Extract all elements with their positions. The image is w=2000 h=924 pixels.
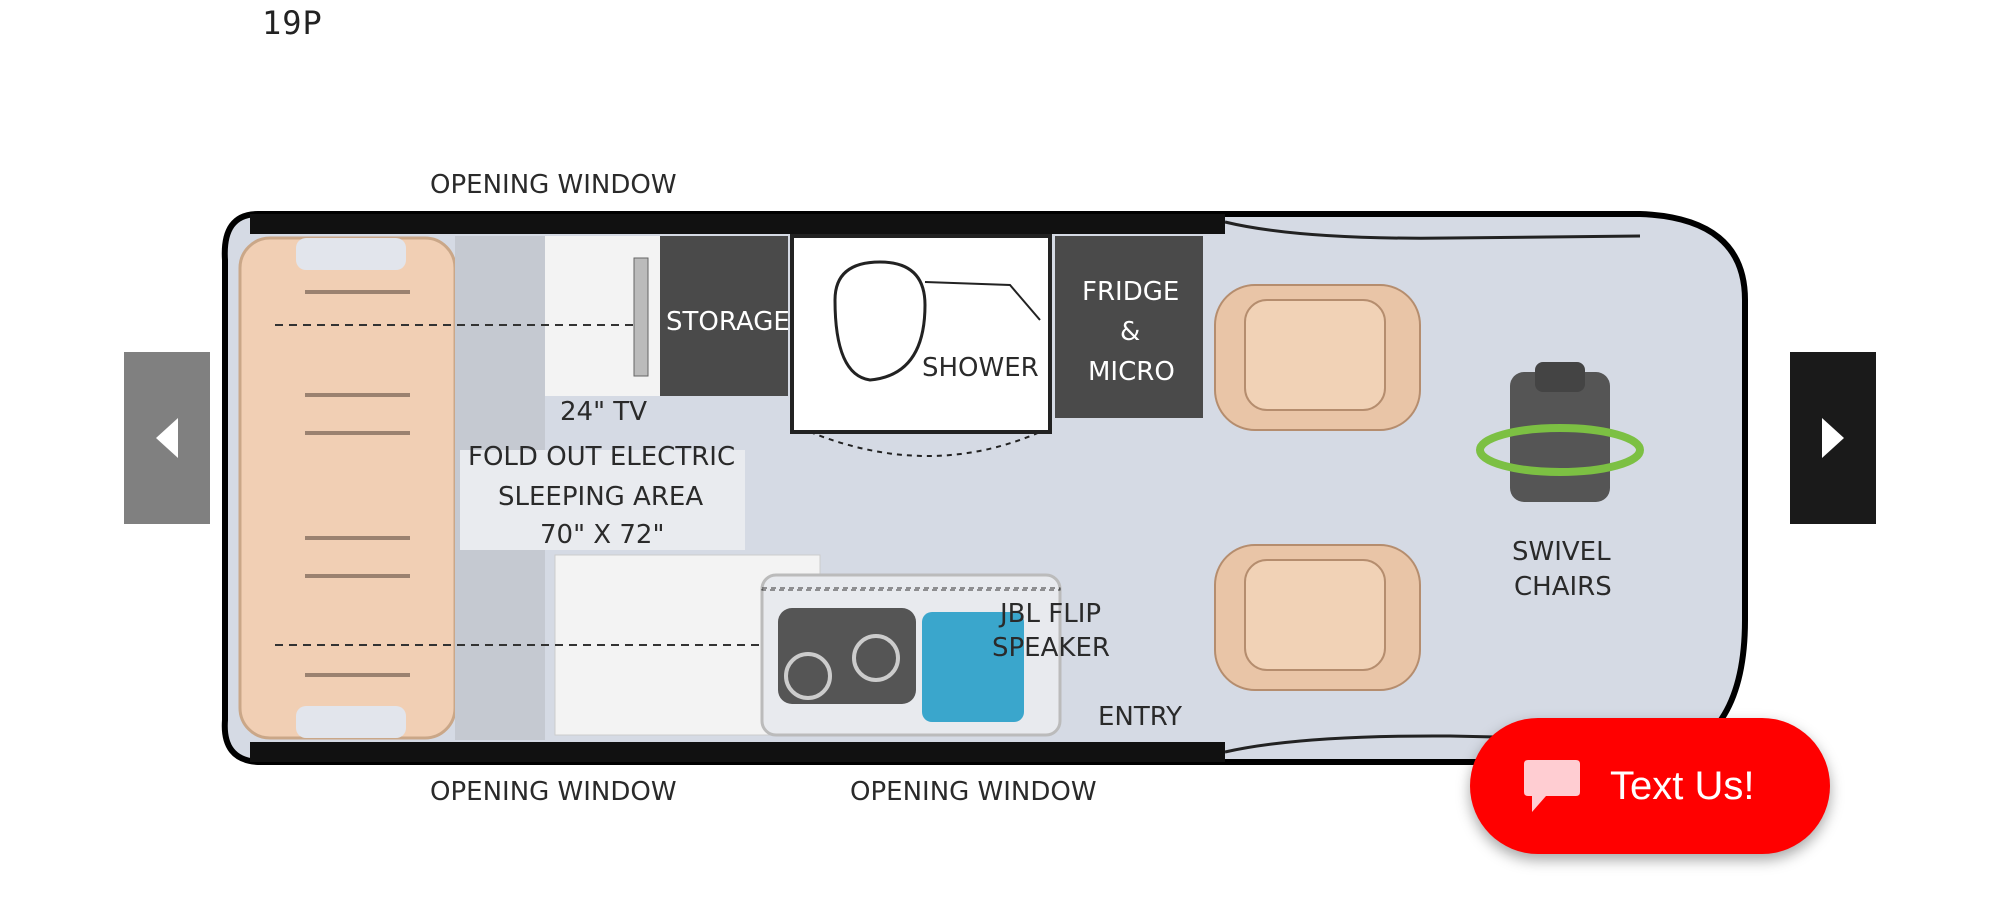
- label-opening-window-bottom-right: OPENING WINDOW: [850, 777, 1097, 807]
- swivel-seat-icon: [1476, 362, 1644, 502]
- label-sleeping-3: 70" X 72": [540, 520, 664, 550]
- label-shower: SHOWER: [922, 353, 1039, 383]
- front-chair-bottom: [1214, 544, 1421, 691]
- label-fridge-3: MICRO: [1088, 357, 1175, 387]
- model-code: 19P: [262, 4, 323, 42]
- text-us-label: Text Us!: [1610, 763, 1755, 808]
- chat-bubble-icon: [1524, 760, 1580, 812]
- label-speaker-2: SPEAKER: [992, 633, 1110, 663]
- text-us-chat-button[interactable]: Text Us!: [1470, 718, 1830, 854]
- label-storage: STORAGE: [666, 307, 790, 337]
- label-fridge-2: &: [1120, 317, 1140, 347]
- fridge-micro: [1055, 236, 1203, 418]
- label-sleeping-1: FOLD OUT ELECTRIC: [468, 442, 735, 472]
- label-speaker-1: JBL FLIP: [998, 599, 1101, 629]
- bed: [238, 236, 457, 740]
- label-swivel-2: CHAIRS: [1514, 572, 1612, 602]
- label-fridge-1: FRIDGE: [1082, 277, 1179, 307]
- label-entry: ENTRY: [1098, 702, 1182, 732]
- carousel-prev-button[interactable]: [124, 352, 210, 524]
- chevron-left-icon: [156, 418, 178, 458]
- tv: [633, 257, 649, 377]
- label-tv: 24" TV: [560, 397, 647, 427]
- carousel-next-button[interactable]: [1790, 352, 1876, 524]
- sink: [922, 612, 1024, 722]
- label-sleeping-2: SLEEPING AREA: [498, 482, 703, 512]
- wall-top: [250, 214, 1225, 234]
- label-opening-window-top: OPENING WINDOW: [430, 170, 677, 200]
- label-opening-window-bottom-left: OPENING WINDOW: [430, 777, 677, 807]
- storage-cabinet: [660, 236, 788, 396]
- wall-bottom: [250, 742, 1225, 762]
- front-chair-top: [1214, 284, 1421, 431]
- label-swivel-1: SWIVEL: [1512, 537, 1611, 567]
- chevron-right-icon: [1822, 418, 1844, 458]
